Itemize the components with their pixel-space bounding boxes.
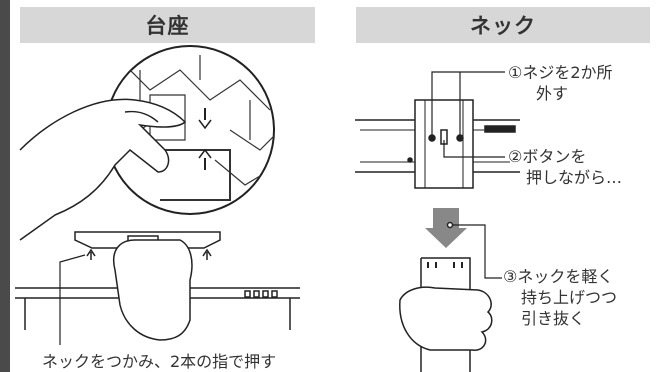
step1-line2: 外す bbox=[536, 84, 569, 103]
header-stand: 台座 bbox=[20, 7, 315, 43]
down-arrow bbox=[425, 208, 467, 248]
header-neck: ネック bbox=[356, 7, 650, 43]
stand-caption: ネックをつかみ、2本の指で押す bbox=[42, 352, 277, 371]
page-edge-bar bbox=[0, 0, 10, 372]
step1-line1: ①ネジを2か所 bbox=[508, 63, 613, 82]
step3-line1: ③ネックを軽く bbox=[503, 267, 614, 286]
step3-line3: 引き抜く bbox=[521, 309, 586, 328]
step2-line1: ②ボタンを bbox=[508, 147, 587, 166]
step2-line2: 押しながら… bbox=[526, 168, 623, 187]
hand-neck bbox=[399, 286, 493, 351]
hand-upper bbox=[19, 98, 187, 241]
step2-label: ②ボタンを 押しながら… bbox=[508, 146, 622, 188]
header-stand-title: 台座 bbox=[145, 14, 190, 38]
header-neck-title: ネック bbox=[470, 14, 536, 38]
step3-label: ③ネックを軽く 持ち上げつつ 引き抜く bbox=[503, 266, 617, 329]
hand-lower bbox=[113, 239, 193, 341]
step1-label: ①ネジを2か所 外す bbox=[508, 62, 613, 104]
step3-line2: 持ち上げつつ bbox=[521, 288, 618, 307]
